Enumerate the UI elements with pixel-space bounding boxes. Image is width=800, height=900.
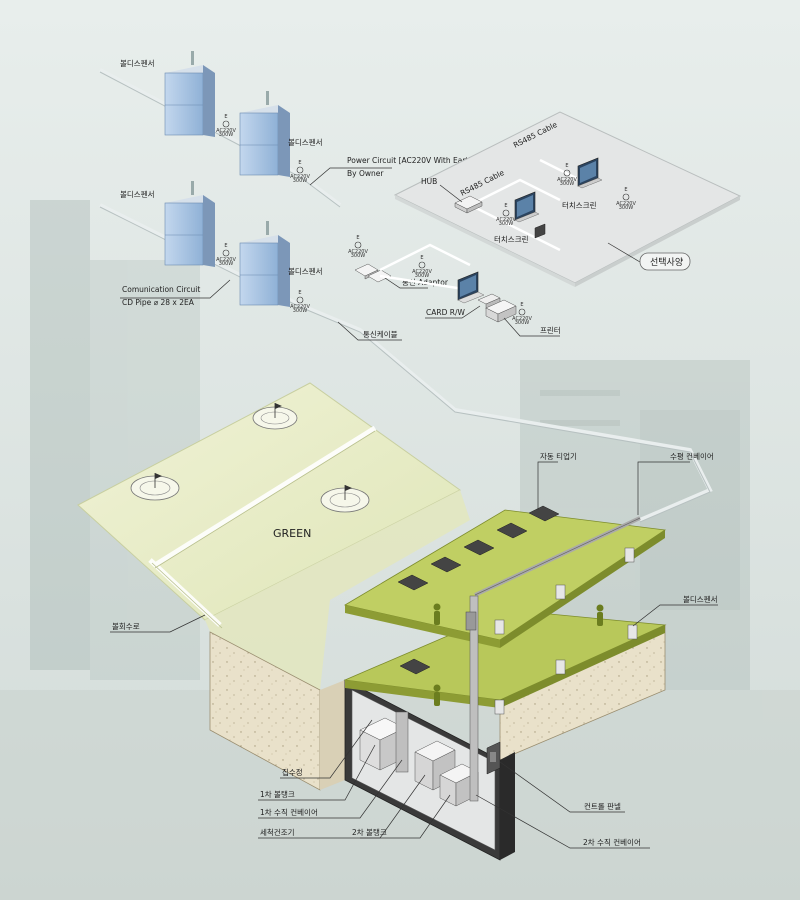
comm-circuit-label: Comunication Circuit	[122, 285, 200, 294]
vertical-conveyor-2	[465, 595, 479, 802]
svg-text:E: E	[298, 160, 301, 166]
svg-text:AC220V: AC220V	[216, 257, 236, 263]
svg-text:300W: 300W	[293, 178, 308, 184]
horizontal-conveyor-label: 수평 컨베이어	[670, 451, 714, 461]
monitor-icon	[577, 157, 603, 189]
svg-text:AC220V: AC220V	[512, 316, 532, 322]
second-ball-tank-label: 2차 볼탱크	[352, 827, 387, 837]
hub-label: HUB	[421, 177, 437, 186]
card-rw-label: CARD R/W	[426, 308, 465, 317]
ball-dispenser	[164, 51, 215, 137]
touch-screen-label-2: 터치스크린	[494, 234, 529, 244]
flag-icon	[130, 473, 180, 501]
control-panel-label: 컨트롤 판넬	[584, 801, 621, 811]
svg-text:AC220V: AC220V	[290, 174, 310, 180]
control-panel	[486, 741, 501, 775]
svg-text:300W: 300W	[219, 132, 234, 138]
background-buildings	[0, 200, 800, 900]
svg-text:AC220V: AC220V	[216, 128, 236, 134]
svg-text:E: E	[420, 255, 423, 261]
svg-text:300W: 300W	[515, 320, 530, 326]
auto-teeup-label: 자동 티업기	[540, 452, 577, 461]
svg-text:E: E	[224, 114, 227, 120]
ball-dispenser	[239, 91, 290, 177]
ball-dispenser	[239, 221, 290, 307]
svg-text:AC220V: AC220V	[412, 269, 432, 275]
monitor-icon	[514, 191, 540, 223]
second-vertical-conveyor-label: 2차 수직 컨베이어	[583, 837, 641, 847]
option-badge	[639, 252, 691, 271]
dispenser-label-3: 볼디스펜서	[120, 190, 155, 199]
svg-text:300W: 300W	[560, 181, 575, 187]
svg-text:E: E	[565, 163, 568, 169]
svg-text:AC220V: AC220V	[496, 217, 516, 223]
dispenser-label-2: 볼디스펜서	[288, 138, 323, 147]
collection-well-label: 집수정	[282, 767, 303, 777]
dispenser-label-5: 볼디스펜서	[683, 595, 718, 604]
washer-dryer-label: 세척건조기	[260, 827, 295, 837]
tee-up-machine	[397, 505, 560, 675]
svg-text:300W: 300W	[499, 221, 514, 227]
plug-icon: E AC220V 300W E AC220V 300W E AC220V 300…	[496, 163, 636, 227]
comm-pipe-label: CD Pipe ⌀ 28 x 2EA	[122, 298, 195, 307]
monitor-icon	[534, 223, 546, 239]
plug-icon: E AC220V 300W E AC220V 300W E AC220V 300…	[216, 114, 310, 314]
comm-cable-label: 통신케이블	[363, 329, 398, 339]
dispenser-label-4: 볼디스펜서	[288, 267, 323, 276]
monitor-icon	[457, 271, 485, 304]
svg-text:AC220V: AC220V	[557, 177, 577, 183]
svg-text:E: E	[298, 290, 301, 296]
svg-text:E: E	[356, 235, 359, 241]
svg-text:E: E	[224, 243, 227, 249]
svg-text:300W: 300W	[351, 253, 366, 259]
printer-device	[485, 299, 517, 323]
svg-text:300W: 300W	[619, 205, 634, 211]
hub-device	[454, 195, 483, 214]
power-circuit-owner-label: By Owner	[347, 169, 384, 178]
comm-adaptor	[354, 263, 392, 283]
person-icon	[433, 603, 604, 706]
touch-screen-label-1: 터치스크린	[562, 200, 597, 210]
svg-text:E: E	[520, 302, 523, 308]
svg-text:AC220V: AC220V	[348, 249, 368, 255]
vertical-conveyor-1	[395, 711, 409, 773]
option-label: 선택사양	[650, 257, 683, 268]
first-vertical-conveyor-label: 1차 수직 컨베이어	[260, 807, 318, 817]
dispenser-label-1: 볼디스펜서	[120, 59, 155, 68]
flag-icon	[320, 485, 370, 513]
svg-text:E: E	[504, 203, 507, 209]
plug-icon: E AC220V 300W E AC220V 300W E AC220V 300…	[348, 235, 532, 326]
svg-text:300W: 300W	[293, 308, 308, 314]
first-ball-tank-label: 1차 볼탱크	[260, 789, 295, 799]
ball-dispenser	[164, 181, 215, 267]
power-circuit-label: Power Circuit [AC220V With Earth]	[347, 156, 476, 165]
flag-icon	[252, 403, 298, 430]
svg-text:AC220V: AC220V	[290, 304, 310, 310]
svg-text:300W: 300W	[219, 261, 234, 267]
ball-return-label: 볼회수로	[112, 622, 140, 631]
green-label: GREEN	[273, 527, 311, 540]
svg-text:E: E	[624, 187, 627, 193]
svg-text:AC220V: AC220V	[616, 201, 636, 207]
printer-label: 프린터	[540, 325, 561, 335]
ball-dispenser-small	[494, 547, 638, 715]
svg-text:300W: 300W	[415, 273, 430, 279]
